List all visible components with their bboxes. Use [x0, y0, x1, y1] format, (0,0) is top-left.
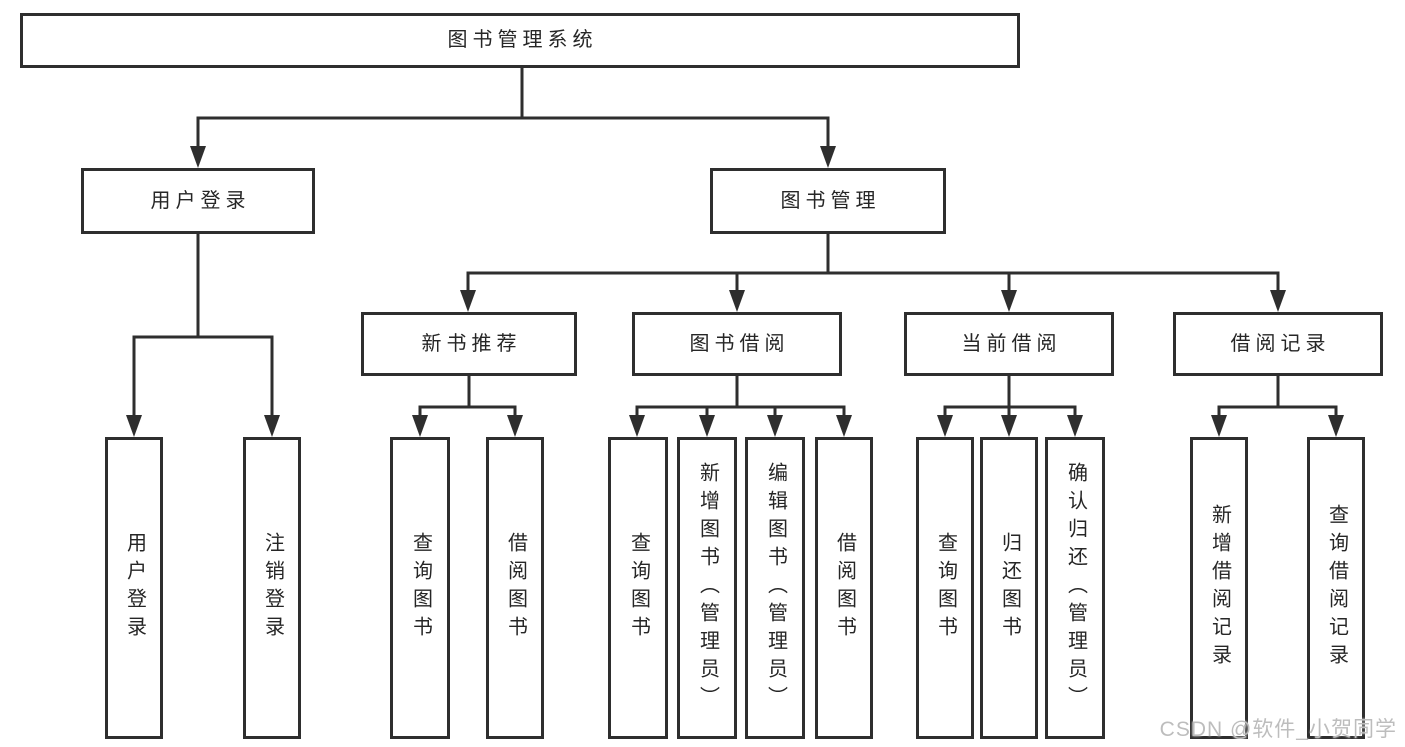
- node-label: 借阅图书: [504, 532, 527, 644]
- node-label: 用户登录: [150, 189, 251, 212]
- node-label: 注销登录: [261, 532, 284, 644]
- arrowhead-down-icon: [767, 415, 783, 437]
- node-label: 新增图书（管理员）: [696, 462, 719, 714]
- node-query-books-current: 查询图书: [916, 437, 974, 739]
- node-label: 归还图书: [998, 532, 1021, 644]
- arrowhead-down-icon: [1067, 415, 1083, 437]
- arrowhead-down-icon: [1328, 415, 1344, 437]
- node-label: 新书推荐: [421, 332, 522, 355]
- node-label: 图书管理: [780, 189, 881, 212]
- arrowhead-down-icon: [264, 415, 280, 437]
- node-label: 图书管理系统: [447, 29, 598, 51]
- csdn-watermark: CSDN @软件_小贺同学: [1159, 718, 1397, 741]
- node-label: 查询图书: [409, 532, 432, 644]
- node-logout: 注销登录: [243, 437, 301, 739]
- node-query-borrow-record: 查询借阅记录: [1307, 437, 1365, 739]
- node-current-borrowing: 当前借阅: [904, 312, 1114, 376]
- node-label: 新增借阅记录: [1208, 504, 1231, 672]
- arrowhead-down-icon: [126, 415, 142, 437]
- arrowhead-down-icon: [1001, 290, 1017, 312]
- arrowhead-down-icon: [412, 415, 428, 437]
- node-borrow-records: 借阅记录: [1173, 312, 1383, 376]
- node-query-books-recommend: 查询图书: [390, 437, 450, 739]
- arrowhead-down-icon: [190, 146, 206, 168]
- node-book-borrowing: 图书借阅: [632, 312, 842, 376]
- arrowhead-down-icon: [937, 415, 953, 437]
- node-label: 编辑图书（管理员）: [764, 462, 787, 714]
- node-user-login: 用户登录: [81, 168, 315, 234]
- node-library-management-system: 图书管理系统: [20, 13, 1020, 68]
- node-label: 查询图书: [934, 532, 957, 644]
- node-label: 借阅记录: [1230, 332, 1331, 355]
- node-label: 查询图书: [627, 532, 650, 644]
- arrowhead-down-icon: [1001, 415, 1017, 437]
- node-borrow-books-recommend: 借阅图书: [486, 437, 544, 739]
- node-label: 用户登录: [123, 532, 146, 644]
- node-add-book-admin: 新增图书（管理员）: [677, 437, 737, 739]
- arrowhead-down-icon: [699, 415, 715, 437]
- node-user-login-leaf: 用户登录: [105, 437, 163, 739]
- arrowhead-down-icon: [836, 415, 852, 437]
- node-label: 当前借阅: [961, 332, 1062, 355]
- arrowhead-down-icon: [820, 146, 836, 168]
- arrowhead-down-icon: [629, 415, 645, 437]
- arrowhead-down-icon: [1211, 415, 1227, 437]
- node-label: 图书借阅: [689, 332, 790, 355]
- node-label: 查询借阅记录: [1325, 504, 1348, 672]
- node-return-books: 归还图书: [980, 437, 1038, 739]
- node-label: 借阅图书: [833, 532, 856, 644]
- arrowhead-down-icon: [1270, 290, 1286, 312]
- node-label: 确认归还（管理员）: [1064, 462, 1087, 714]
- arrowhead-down-icon: [460, 290, 476, 312]
- node-query-books-borrowing: 查询图书: [608, 437, 668, 739]
- arrowhead-down-icon: [729, 290, 745, 312]
- node-book-management: 图书管理: [710, 168, 946, 234]
- arrowhead-down-icon: [507, 415, 523, 437]
- node-confirm-return-admin: 确认归还（管理员）: [1045, 437, 1105, 739]
- node-new-book-recommendation: 新书推荐: [361, 312, 577, 376]
- node-edit-book-admin: 编辑图书（管理员）: [745, 437, 805, 739]
- node-borrow-books-leaf: 借阅图书: [815, 437, 873, 739]
- node-add-borrow-record: 新增借阅记录: [1190, 437, 1248, 739]
